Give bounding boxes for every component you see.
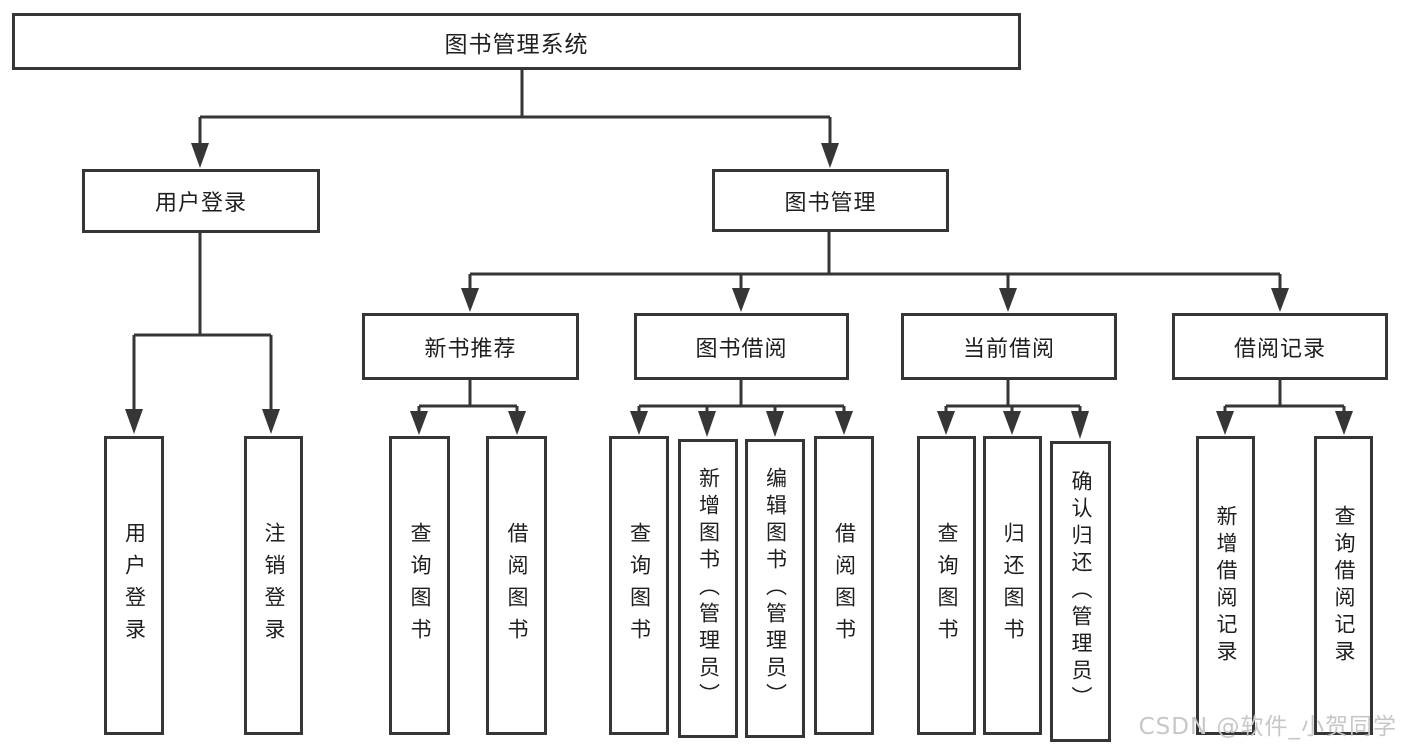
node-confirm-return-admin: 确认归还（管理员） bbox=[1050, 441, 1111, 742]
node-label: 注销登录 bbox=[262, 521, 286, 650]
arrowheads bbox=[125, 143, 1353, 439]
node-add-borrow-record: 新增借阅记录 bbox=[1196, 436, 1255, 735]
node-return-books: 归还图书 bbox=[983, 436, 1042, 735]
node-user-login: 用户登录 bbox=[104, 436, 164, 735]
node-label: 查询图书 bbox=[408, 521, 432, 650]
node-label: 新增借阅记录 bbox=[1214, 504, 1238, 667]
node-new-book-recommend: 新书推荐 bbox=[362, 313, 579, 380]
node-book-management: 图书管理 bbox=[712, 169, 949, 232]
node-label: 查询图书 bbox=[935, 521, 959, 650]
node-logout: 注销登录 bbox=[244, 436, 303, 735]
node-label: 编辑图书（管理员） bbox=[763, 467, 788, 710]
node-label: 查询图书 bbox=[627, 521, 652, 650]
node-add-books-admin: 新增图书（管理员） bbox=[678, 439, 738, 738]
node-label: 借阅图书 bbox=[505, 521, 529, 650]
node-label: 用户登录 bbox=[122, 521, 147, 650]
node-label: 借阅图书 bbox=[832, 521, 857, 650]
node-user-login-group: 用户登录 bbox=[82, 169, 320, 233]
node-label: 确认归还（管理员） bbox=[1069, 470, 1093, 713]
node-borrow-books-recommend: 借阅图书 bbox=[486, 436, 547, 735]
node-root-system: 图书管理系统 bbox=[12, 13, 1021, 70]
node-query-books-current: 查询图书 bbox=[917, 436, 976, 735]
node-edit-books-admin: 编辑图书（管理员） bbox=[745, 439, 805, 738]
node-current-borrow: 当前借阅 bbox=[901, 313, 1117, 380]
node-query-books-borrow: 查询图书 bbox=[609, 436, 669, 735]
node-label: 新增图书（管理员） bbox=[696, 467, 721, 710]
node-query-books-recommend: 查询图书 bbox=[389, 436, 450, 735]
node-query-borrow-record: 查询借阅记录 bbox=[1314, 436, 1373, 735]
node-borrow-records: 借阅记录 bbox=[1172, 313, 1388, 380]
node-label: 归还图书 bbox=[1001, 521, 1025, 650]
node-borrow-books: 借阅图书 bbox=[814, 436, 874, 735]
node-book-borrow: 图书借阅 bbox=[634, 313, 849, 380]
node-label: 查询借阅记录 bbox=[1332, 504, 1356, 667]
